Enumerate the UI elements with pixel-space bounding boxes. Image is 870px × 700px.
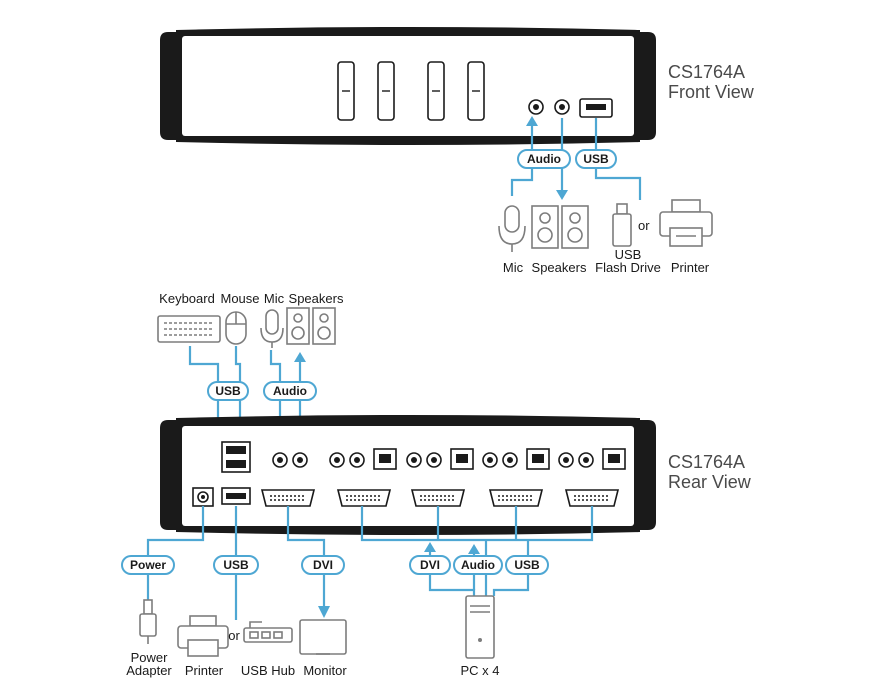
rear-dvi-pc-pill [409,555,451,575]
rear-or-label: or [228,628,240,643]
rear-speakers-label: Speakers [289,291,344,306]
rear-usb-top-pill [207,381,249,401]
pc-tower-icon [465,595,495,659]
pc-port-group-1 [329,448,397,507]
rear-audio-top-pill-label: Audio [273,384,307,398]
rear-model-label: CS1764A [668,452,745,472]
front-audio-pill [517,149,571,169]
rear-power-pill-label: Power [130,558,166,572]
front-printer-label: Printer [671,260,710,275]
rear-usb-pc-pill [505,555,549,575]
rear-dvi-bottom-pill-label: DVI [313,558,333,572]
rear-view-label: Rear View [668,472,752,492]
rear-printer-label: Printer [185,663,224,678]
rear-usb-top-pill-label: USB [215,384,241,398]
rear-usb-hub-label: USB Hub [241,663,295,678]
keyboard-icon [157,315,221,343]
front-usb-label: USB [615,247,642,262]
front-flash-drive-label: Flash Drive [595,260,661,275]
console-audio-jacks [272,452,308,468]
speakers-icon [531,205,589,249]
front-audio-pill-label: Audio [527,152,561,166]
rear-usb-bottom-pill-label: USB [223,558,249,572]
rear-monitor-label: Monitor [303,663,347,678]
rear-mic-icon [260,309,284,348]
power-jack [192,487,214,507]
rear-usb-bottom-pill [213,555,259,575]
rear-mouse-label: Mouse [220,291,259,306]
rear-keyboard-label: Keyboard [159,291,215,306]
rear-dvi-bottom-pill [301,555,345,575]
rear-audio-pc-pill [453,555,503,575]
console-usb-ports [221,441,251,505]
rear-printer-icon [177,615,229,657]
flash-drive-icon [612,203,632,247]
rear-power-adapter-label-1: Power [131,650,169,665]
front-model-label: CS1764A [668,62,745,82]
rear-dvi-pc-pill-label: DVI [420,558,440,572]
monitor-icon [299,619,347,655]
pc-port-group-2 [406,448,474,507]
rear-audio-pc-pill-label: Audio [461,558,495,572]
front-audio-jacks [528,99,570,115]
rear-power-pill [121,555,175,575]
front-speakers-label: Speakers [532,260,587,275]
front-view-label: Front View [668,82,755,102]
pc-port-group-3 [482,448,550,507]
front-usb-port [579,98,613,118]
rear-top-wires [188,346,306,452]
power-adapter-icon [139,599,157,644]
rear-audio-top-pill [263,381,317,401]
rear-speakers-icon [286,307,336,345]
rear-mic-label: Mic [264,291,285,306]
usb-hub-icon [243,621,293,643]
pc-port-group-4 [558,448,626,507]
console-dvi-port [260,489,316,507]
rear-pc-label: PC x 4 [460,663,499,678]
front-or-label: or [638,218,650,233]
front-mic-label: Mic [503,260,524,275]
rear-usb-pc-pill-label: USB [514,558,540,572]
printer-icon [659,199,713,247]
front-usb-pill [575,149,617,169]
front-device [160,27,656,145]
mic-icon [498,205,526,252]
front-usb-pill-label: USB [583,152,609,166]
front-bay-slots [337,61,485,121]
rear-device [160,415,656,535]
rear-power-adapter-label-2: Adapter [126,663,172,678]
mouse-icon [225,311,247,345]
